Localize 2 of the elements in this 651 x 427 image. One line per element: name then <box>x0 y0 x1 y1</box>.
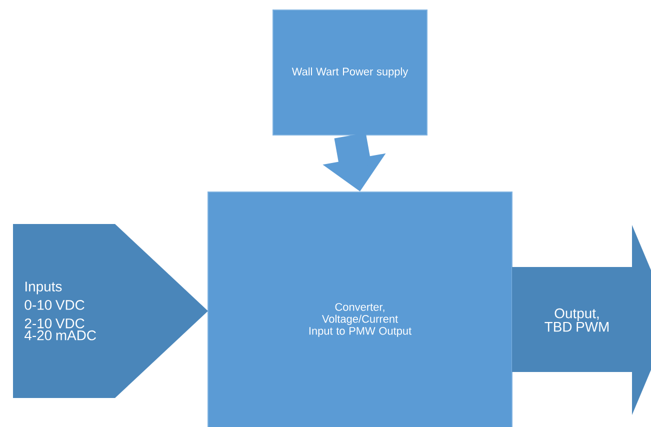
converter-box: Converter, Voltage/Current Input to PMW Output <box>208 192 512 427</box>
supply-box: Wall Wart Power supply <box>272 10 428 136</box>
